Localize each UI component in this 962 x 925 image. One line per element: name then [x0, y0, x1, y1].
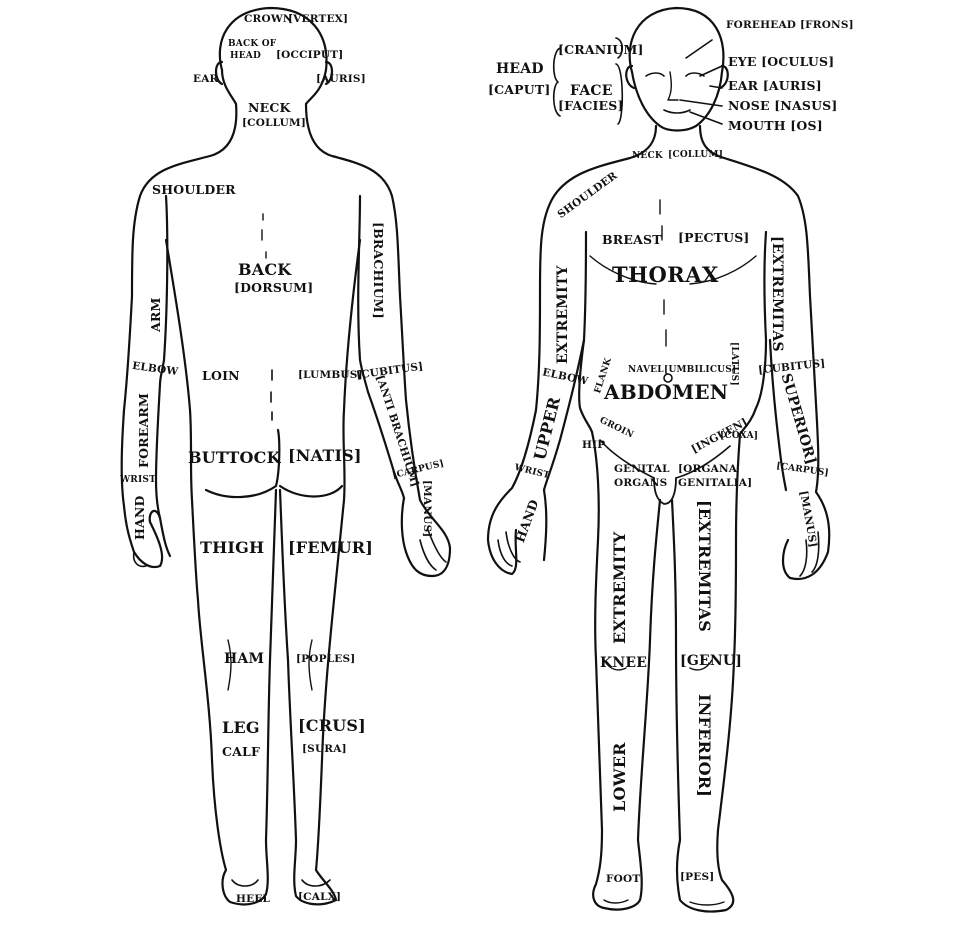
label-knee: KNEE — [600, 655, 648, 671]
label-head: HEAD — [496, 61, 544, 77]
buttock-curves — [204, 428, 281, 499]
label-nose: NOSE [NASUS] — [728, 98, 838, 113]
label-organa-2: GENITALIA] — [678, 477, 753, 489]
label-occiput: [OCCIPUT] — [276, 49, 344, 61]
label-umbilicus: [UMBILICUS] — [664, 365, 737, 375]
front-figure — [486, 6, 831, 913]
label-crus: [CRUS] — [298, 716, 366, 735]
front-head-outline — [628, 6, 725, 132]
head-brackets — [552, 37, 723, 125]
back-right-outline — [304, 102, 452, 578]
label-calf: CALF — [222, 744, 261, 759]
label-facies: [FACIES] — [558, 98, 624, 113]
label-extremity-lower: EXTREMITY — [610, 531, 629, 644]
label-front-neck: NECK — [632, 151, 663, 161]
label-extremitas-upper: [EXTREMITAS — [769, 236, 785, 352]
label-forearm: FOREARM — [136, 392, 151, 468]
label-mouth: MOUTH [OS] — [728, 118, 823, 133]
label-extremitas-lower: [EXTREMITAS — [695, 500, 714, 632]
label-latus: [LATUS] — [729, 342, 739, 386]
label-inferior: INFERIOR] — [695, 694, 714, 798]
label-vertex: [VERTEX] — [288, 13, 349, 25]
label-back-shoulder: SHOULDER — [152, 182, 236, 197]
label-forehead: FOREHEAD [FRONS] — [726, 19, 854, 31]
back-figure — [120, 6, 452, 906]
back-left-outline — [120, 102, 238, 569]
label-back-of-head-2: HEAD — [230, 51, 261, 61]
navel-mark — [663, 373, 673, 383]
label-heel: HEEL — [236, 893, 271, 905]
label-brachium: [BRACHIUM] — [371, 222, 386, 319]
label-breast: BREAST — [602, 232, 662, 247]
eyes — [645, 72, 705, 77]
label-back-collum: [COLLUM] — [242, 117, 307, 129]
label-eye: EYE [OCULUS] — [728, 54, 835, 69]
label-leg: LEG — [222, 718, 260, 737]
front-ear-left — [625, 64, 636, 90]
label-poples: [POPLES] — [296, 653, 356, 665]
label-pes: [PES] — [680, 871, 715, 883]
label-back-neck: NECK — [248, 100, 291, 115]
label-foot: FOOT — [606, 873, 641, 885]
label-back-wrist: WRIST — [120, 475, 156, 485]
label-front-ear: EAR [AURIS] — [728, 78, 822, 93]
label-sura: [SURA] — [302, 743, 347, 755]
label-back-ear: EAR — [193, 73, 219, 85]
label-pectus: [PECTUS] — [678, 230, 750, 245]
label-crown: CROWN — [244, 13, 293, 25]
label-thigh: THIGH — [200, 538, 265, 557]
back-head-outline — [218, 6, 328, 106]
label-dorsum: [DORSUM] — [234, 280, 314, 295]
label-genu: [GENU] — [680, 653, 743, 669]
pectoral-lines — [589, 255, 757, 285]
label-calx: [CALX] — [298, 891, 342, 903]
back-ear-left — [214, 60, 224, 86]
label-front-collum: [COLLUM] — [668, 150, 724, 160]
label-genital-1: GENITAL — [614, 463, 670, 475]
label-lower: LOWER — [610, 742, 629, 812]
label-femur: [FEMUR] — [288, 538, 374, 557]
label-lumbus: [LUMBUS] — [298, 369, 363, 381]
label-loin: LOIN — [202, 368, 240, 383]
label-back-of-head-1: BACK OF — [228, 39, 277, 49]
label-extremity-upper: EXTREMITY — [555, 265, 571, 364]
label-thorax: THORAX — [612, 262, 719, 287]
front-ear-right — [718, 64, 729, 90]
genital-outline — [653, 477, 677, 505]
label-buttock: BUTTOCK — [188, 448, 281, 467]
label-genital-2: ORGANS — [614, 477, 668, 489]
label-coxa: [COXA] — [720, 431, 759, 441]
label-back-auris: [AURIS] — [316, 73, 366, 85]
label-abdomen: ABDOMEN — [604, 380, 729, 404]
label-natis: [NATIS] — [288, 446, 362, 465]
label-back-hand: HAND — [132, 495, 147, 540]
label-organa-1: [ORGANA — [678, 463, 738, 475]
label-hip: HIP — [582, 439, 606, 451]
label-face: FACE — [570, 83, 613, 99]
label-caput: [CAPUT] — [488, 82, 551, 97]
label-cranium: [CRANIUM] — [558, 42, 644, 57]
label-back-manus: [MANUS] — [421, 480, 433, 538]
label-ham: HAM — [224, 651, 265, 667]
label-navel: NAVEL — [628, 365, 664, 375]
label-back: BACK — [238, 260, 292, 279]
back-ear-right — [324, 60, 334, 86]
label-arm: ARM — [148, 297, 163, 332]
